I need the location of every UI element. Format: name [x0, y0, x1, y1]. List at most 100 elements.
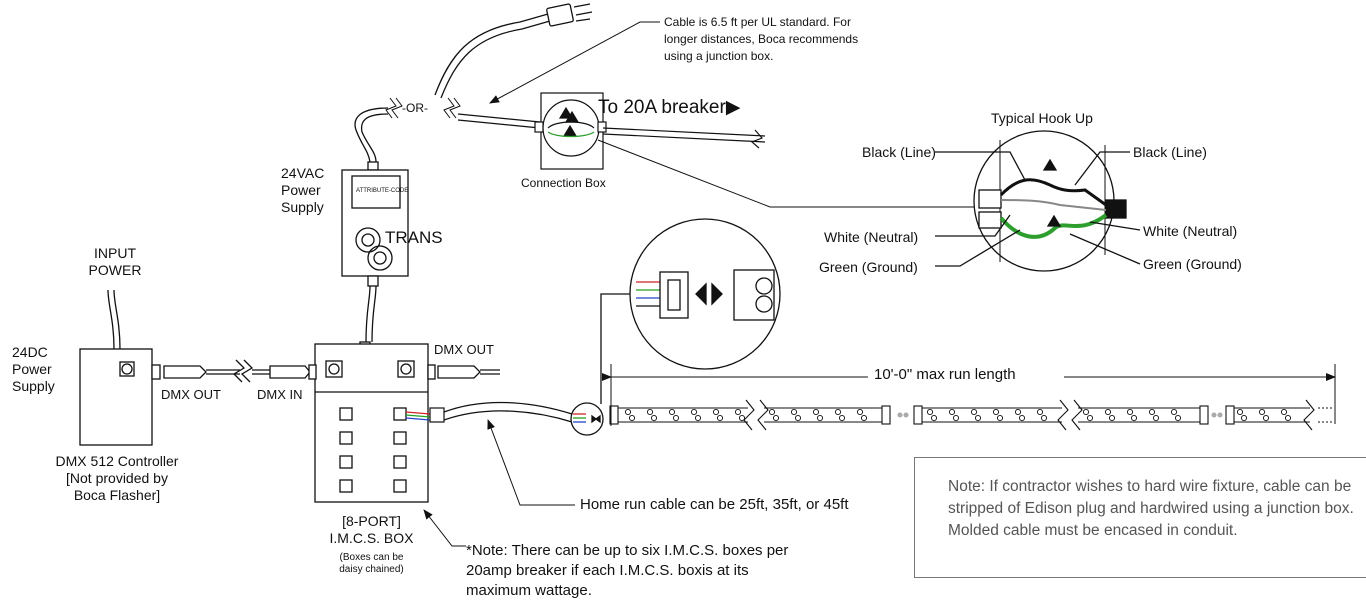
- white-neutral-right-label: White (Neutral): [1143, 223, 1238, 239]
- transformer-tag: ATTRIBUTE-CODE: [356, 188, 409, 194]
- footnote-line-2: 20amp breaker if each I.M.C.S. boxis at …: [466, 562, 749, 579]
- led-dot: [1104, 408, 1112, 416]
- or-label: -OR-: [402, 101, 428, 115]
- led-dot: [1258, 408, 1266, 416]
- input-power-label: INPUT POWER: [85, 245, 145, 279]
- connection-box: [534, 92, 607, 170]
- cable-note-line-2: longer distances, Boca recommends: [664, 32, 859, 46]
- led-dot: [834, 408, 842, 416]
- imcs-box-line-1: [8-PORT]: [342, 513, 401, 529]
- contractor-note-box: [914, 457, 1366, 578]
- imcs-box-sub-line-2: daisy chained): [339, 564, 404, 575]
- edison-plug: [434, 3, 593, 99]
- trans-label: TRANS: [385, 228, 443, 247]
- footnote-line-3: maximum wattage.: [466, 582, 592, 599]
- white-neutral-left-label: White (Neutral): [824, 229, 919, 245]
- controller-label: DMX 512 Controller [Not provided by Boca…: [28, 453, 206, 504]
- cable-note-line-1: Cable is 6.5 ft per UL standard. For: [664, 15, 851, 29]
- run-length-label: 10'-0" max run length: [872, 366, 1018, 383]
- controller-line-1: DMX 512 Controller: [55, 453, 179, 469]
- led-strip: [609, 399, 1334, 431]
- to-breaker-label: To 20A breaker▶: [598, 97, 740, 119]
- dmx-in-label: DMX IN: [257, 387, 303, 402]
- connection-box-label: Connection Box: [521, 176, 606, 190]
- led-dot: [768, 408, 776, 416]
- imcs-box-sublabel: (Boxes can be daisy chained): [315, 552, 428, 576]
- led-dot: [838, 414, 846, 422]
- footnote-line-1: *Note: There can be up to six I.M.C.S. b…: [466, 542, 789, 559]
- cable-note-line-3: using a junction box.: [664, 49, 774, 63]
- led-dot: [1170, 408, 1178, 416]
- led-dot: [1262, 414, 1270, 422]
- led-dot: [816, 414, 824, 422]
- home-run-label: Home run cable can be 25ft, 35ft, or 45f…: [580, 496, 849, 513]
- led-dot: [996, 414, 1004, 422]
- led-dot: [1126, 408, 1134, 416]
- led-dot: [1130, 414, 1138, 422]
- led-dot: [1014, 408, 1022, 416]
- led-dot: [712, 408, 720, 416]
- led-dot: [926, 408, 934, 416]
- led-dot: [1018, 414, 1026, 422]
- power-supply-24vac-line-3: Supply: [281, 199, 324, 215]
- led-dot: [1280, 408, 1288, 416]
- power-supply-24dc-line-2: Power: [12, 361, 52, 377]
- input-power-line-2: POWER: [88, 262, 142, 278]
- footnote: *Note: There can be up to six I.M.C.S. b…: [466, 541, 788, 601]
- power-supply-24dc-label: 24DC Power Supply: [12, 344, 55, 395]
- led-dot: [948, 408, 956, 416]
- green-ground-left-label: Green (Ground): [819, 259, 918, 275]
- black-line-right-label: Black (Line): [1133, 144, 1207, 160]
- led-dot: [1040, 414, 1048, 422]
- led-dot: [856, 408, 864, 416]
- led-dot: [650, 414, 658, 422]
- arrow-right-icon: ▶: [725, 97, 741, 118]
- led-dot: [690, 408, 698, 416]
- led-dot: [1108, 414, 1116, 422]
- led-dot: [1086, 414, 1094, 422]
- led-dot: [992, 408, 1000, 416]
- led-dot: [716, 414, 724, 422]
- led-dot: [1148, 408, 1156, 416]
- hookup-detail: [935, 130, 1141, 272]
- led-dot: [1152, 414, 1160, 422]
- led-dot: [772, 414, 780, 422]
- led-dot: [970, 408, 978, 416]
- led-dot: [790, 408, 798, 416]
- led-dot: [812, 408, 820, 416]
- led-dot: [668, 408, 676, 416]
- led-dot: [672, 414, 680, 422]
- led-dot: [628, 414, 636, 422]
- input-power-line-1: INPUT: [94, 245, 136, 261]
- transformer-24vac: [341, 161, 409, 287]
- power-supply-24vac-label: 24VAC Power Supply: [281, 165, 324, 216]
- led-dot: [974, 414, 982, 422]
- to-breaker-text: To 20A breaker: [598, 97, 726, 118]
- imcs-box: [308, 341, 500, 503]
- hookup-title: Typical Hook Up: [991, 110, 1093, 126]
- led-dot: [646, 408, 654, 416]
- led-dot: [738, 414, 746, 422]
- contractor-note: Note: If contractor wishes to hard wire …: [948, 478, 1354, 539]
- led-dot: [624, 408, 632, 416]
- black-line-left-label: Black (Line): [862, 144, 936, 160]
- led-dot: [794, 414, 802, 422]
- power-supply-24dc-line-3: Supply: [12, 378, 55, 394]
- power-supply-24vac-line-1: 24VAC: [281, 165, 325, 181]
- imcs-box-sub-line-1: (Boxes can be: [339, 552, 404, 563]
- led-dot: [1036, 408, 1044, 416]
- dmx-out-left-label: DMX OUT: [161, 387, 221, 402]
- controller-line-2: [Not provided by: [66, 470, 168, 486]
- led-dot: [734, 408, 742, 416]
- imcs-box-line-2: I.M.C.S. BOX: [329, 530, 414, 546]
- led-dot: [1174, 414, 1182, 422]
- led-dot: [1240, 414, 1248, 422]
- power-supply-24vac-line-2: Power: [281, 182, 321, 198]
- led-dot: [1284, 414, 1292, 422]
- led-dot: [1082, 408, 1090, 416]
- connector-detail: [570, 218, 781, 436]
- imcs-box-label: [8-PORT] I.M.C.S. BOX: [315, 513, 428, 547]
- led-dot: [930, 414, 938, 422]
- led-dot: [1236, 408, 1244, 416]
